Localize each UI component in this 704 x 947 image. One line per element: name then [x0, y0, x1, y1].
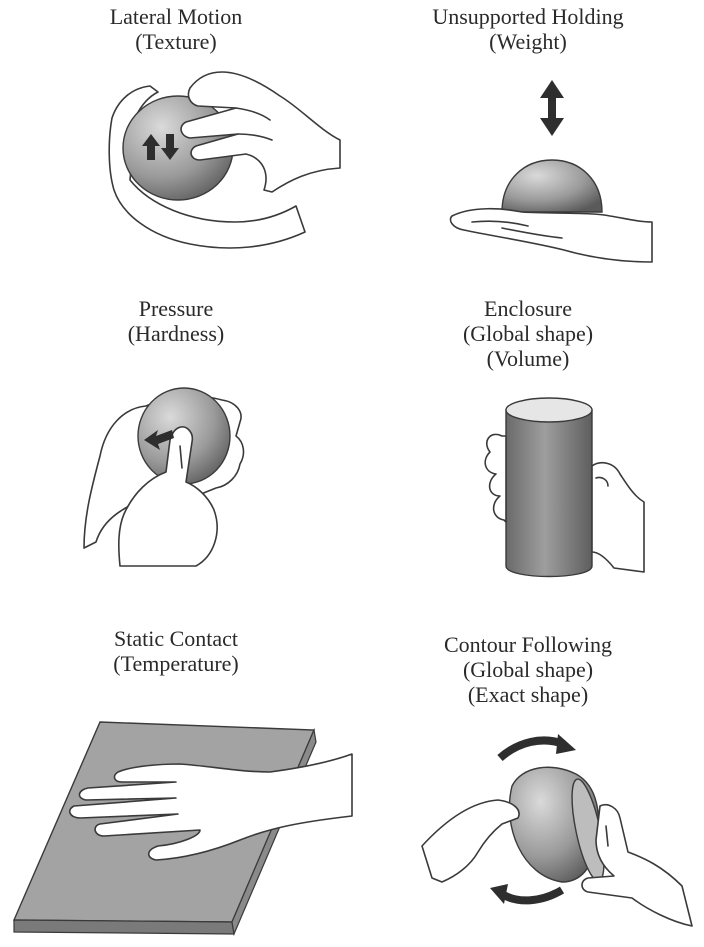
static-contact-illustration: [0, 626, 352, 947]
cylinder: [506, 410, 592, 577]
unsupported-holding-illustration: [352, 0, 704, 310]
pressure-illustration: [0, 296, 352, 606]
panel-pressure: Pressure (Hardness): [0, 296, 352, 606]
panel-lateral-motion: Lateral Motion (Texture): [0, 0, 352, 310]
hemisphere: [502, 160, 602, 212]
curved-arrow-top-icon: [500, 740, 564, 758]
panel-contour-following: Contour Following (Global shape) (Exact …: [352, 626, 704, 936]
right-thumb: [592, 463, 644, 572]
lateral-motion-illustration: [0, 0, 352, 310]
curved-arrow-bottom-icon: [502, 890, 562, 900]
slab-front: [14, 920, 234, 934]
panel-enclosure: Enclosure (Global shape) (Volume): [352, 296, 704, 606]
left-hand: [422, 800, 519, 882]
left-fingers: [485, 434, 506, 522]
open-palm: [451, 209, 653, 262]
panel-unsupported-holding: Unsupported Holding (Weight): [352, 0, 704, 310]
enclosure-illustration: [352, 296, 704, 606]
contour-following-illustration: [352, 626, 704, 947]
panel-static-contact: Static Contact (Temperature): [0, 626, 352, 936]
weight-arrow-icon: [540, 80, 564, 136]
